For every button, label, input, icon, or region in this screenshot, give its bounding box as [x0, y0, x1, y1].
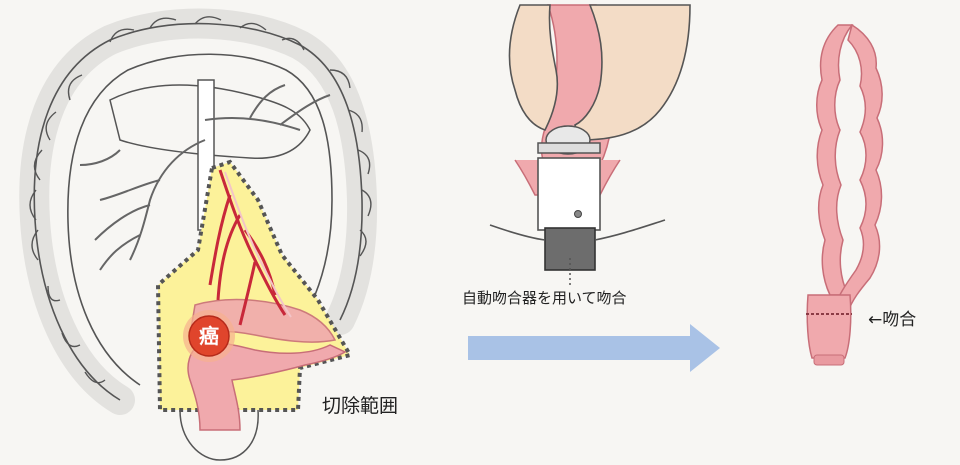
- inferior-mesenteric-vein: [224, 171, 292, 318]
- mesenteric-vessels: [79, 84, 331, 271]
- colon-haustra: [29, 16, 372, 384]
- stapler-panel: [489, 4, 691, 285]
- anastomosis-result-panel: [806, 23, 884, 366]
- colon-wall-inner: [67, 53, 333, 386]
- stapler-caption: 自動吻合器を用いて吻合: [462, 289, 627, 307]
- rectum-outline: [179, 409, 259, 461]
- colon-wall-outer: [33, 22, 363, 401]
- descending-colon-left: [816, 24, 854, 296]
- stapler-screw: [574, 210, 582, 218]
- rectum-segment: [806, 294, 852, 359]
- right-arrow-icon: [468, 324, 720, 372]
- colon-anatomy-panel: [19, 8, 378, 461]
- rectum-end: [813, 354, 845, 366]
- surgeon-hand: [508, 4, 559, 131]
- sigmoid-colon: [187, 298, 347, 431]
- tumor: [188, 315, 230, 357]
- transverse-colon: [109, 84, 311, 159]
- resection-range-label: 切除範囲: [322, 395, 399, 417]
- stapler-anvil-base: [537, 142, 601, 154]
- anastomosis-label: ←吻合: [868, 310, 917, 330]
- cancer-label: 癌: [199, 324, 219, 348]
- stapler-body: [537, 157, 601, 231]
- pelvis-outline: [489, 219, 666, 241]
